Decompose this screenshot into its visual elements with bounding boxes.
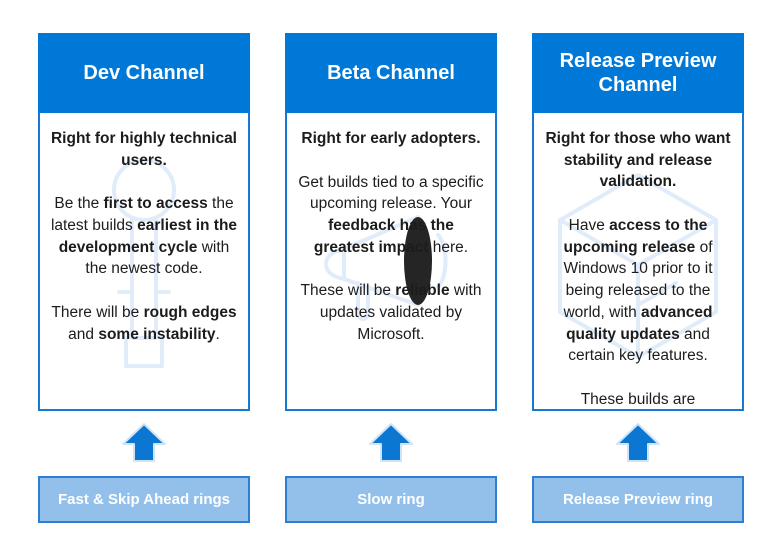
dev-channel-card: Right for highly technical users. Be the … [38, 113, 250, 411]
body-paragraph: Right for early adopters. [301, 130, 481, 147]
body-paragraph: There will be rough edges and some insta… [51, 304, 237, 343]
dev-channel-text: Right for highly technical users. Be the … [49, 128, 239, 346]
dev-channel-title: Dev Channel [38, 33, 250, 113]
release-preview-channel-card: Right for those who want stability and r… [532, 113, 744, 411]
body-paragraph: Right for those who want stability and r… [545, 130, 731, 191]
beta-ring-label: Slow ring [285, 476, 497, 523]
body-paragraph: Get builds tied to a specific upcoming r… [298, 173, 484, 256]
dev-arrow-zone [38, 420, 250, 465]
release-preview-channel-column: Release Preview Channel Right for those … [532, 33, 744, 553]
beta-arrow-zone [285, 420, 497, 465]
arrow-up-icon [369, 423, 413, 462]
release-preview-arrow-zone [532, 420, 744, 465]
beta-channel-card: Right for early adopters. Get builds tied… [285, 113, 497, 411]
body-paragraph: Be the first to access the latest builds… [50, 195, 238, 278]
dev-channel-column: Dev Channel Right for highly technical u… [38, 33, 250, 553]
release-preview-ring-label: Release Preview ring [532, 476, 744, 523]
release-preview-channel-title: Release Preview Channel [532, 33, 744, 113]
release-preview-channel-text: Right for those who want stability and r… [543, 128, 733, 409]
beta-channel-title: Beta Channel [285, 33, 497, 113]
dev-ring-label: Fast & Skip Ahead rings [38, 476, 250, 523]
body-paragraph: Right for highly technical users. [50, 130, 237, 169]
beta-channel-text: Right for early adopters. Get builds tied… [296, 128, 486, 346]
arrow-up-icon [122, 423, 166, 462]
body-paragraph: These will be reliable with updates vali… [300, 282, 482, 343]
body-paragraph: Have access to the upcoming release of W… [563, 217, 713, 365]
beta-channel-column: Beta Channel Right for early adopters. Ge… [285, 33, 497, 553]
arrow-up-icon [616, 423, 660, 462]
body-paragraph: These builds are supported. [580, 390, 696, 408]
